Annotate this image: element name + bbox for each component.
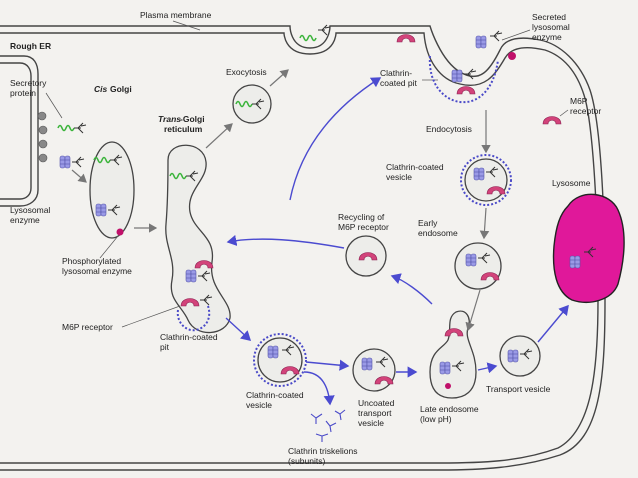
lysosomal-enzyme-icon <box>59 155 71 169</box>
clathrin-coat <box>253 333 307 387</box>
secreted-enzyme-label-3: enzyme <box>532 32 562 42</box>
oligosaccharide-icon <box>489 30 503 42</box>
m6p-receptor-right-label-1: M6P <box>570 96 588 106</box>
rough-er <box>0 55 39 207</box>
uncoated-transport-vesicle <box>352 348 396 392</box>
lysosomal-enzyme-icon <box>507 349 519 363</box>
trans-golgi-label-3: reticulum <box>164 124 203 134</box>
secreted-enzyme-label-1: Secreted <box>532 12 566 22</box>
lysosomal-enzyme-icon <box>451 69 463 83</box>
ribosomes <box>37 111 48 163</box>
oligosaccharide-icon <box>71 156 85 168</box>
uncoated-label-2: transport <box>358 408 392 418</box>
lysosomal-enzyme-icon <box>439 361 451 375</box>
secretory-protein-label-1: Secretory <box>10 78 47 88</box>
secretory-protein-icon <box>57 124 75 132</box>
clathrin-coat <box>460 154 512 206</box>
recycling-label-1: Recycling of <box>338 212 385 222</box>
cis-golgi-cisterna <box>89 141 135 239</box>
early-endosome-label-2: endosome <box>418 228 458 238</box>
lysosomal-enzyme-icon <box>475 35 487 49</box>
transport-vesicle <box>499 335 541 377</box>
m6p-receptor-icon <box>396 34 416 43</box>
clathrin-coat <box>428 55 499 104</box>
lysosomal-enzyme-icon <box>185 269 197 283</box>
clathrin-coated-vesicle-right-label-2: vesicle <box>386 172 412 182</box>
trans-golgi-label-2: -Golgi <box>180 114 205 124</box>
clathrin-coated-vesicle-left-label-2: vesicle <box>246 400 272 410</box>
trans-golgi-label-1: Trans <box>158 114 181 124</box>
clathrin-coated-pit-left-label-1: Clathrin-coated <box>160 332 218 342</box>
clathrin-coated-pit-top-label-2: coated pit <box>380 78 417 88</box>
lysosomal-enzyme-label-2: enzyme <box>10 215 40 225</box>
secretory-protein-label-2: protein <box>10 88 36 98</box>
clathrin-coated-vesicle-right-label-1: Clathrin-coated <box>386 162 444 172</box>
lysosomal-enzyme-icon <box>95 203 107 217</box>
phosphate-icon <box>116 228 124 236</box>
clathrin-coated-vesicle-right <box>464 158 508 202</box>
cis-golgi-label-2: Golgi <box>110 84 132 94</box>
lysosomal-enzyme-icon <box>361 357 373 371</box>
clathrin-triskelions-label-2: (subunits) <box>288 456 325 466</box>
early-endosome <box>454 242 502 290</box>
phosphorylated-label-1: Phosphorylated <box>62 256 121 266</box>
secreted-enzyme-label-2: lysosomal <box>532 22 570 32</box>
clathrin-coat <box>176 305 211 332</box>
clathrin-coated-vesicle-left-label-1: Clathrin-coated <box>246 390 304 400</box>
lysosomal-enzyme-icon <box>473 167 485 181</box>
plasma-membrane <box>0 25 606 471</box>
late-endosome-label-2: (low pH) <box>420 414 452 424</box>
phosphate-icon <box>445 383 451 389</box>
clathrin-triskelions-label-1: Clathrin triskelions <box>288 446 357 456</box>
lysosome <box>552 193 625 303</box>
late-endosome-label-1: Late endosome <box>420 404 479 414</box>
plasma-membrane-label: Plasma membrane <box>140 10 212 20</box>
lysosomal-enzyme-icon <box>569 255 581 269</box>
recycling-label-2: M6P receptor <box>338 222 389 232</box>
oligosaccharide-icon <box>463 68 477 80</box>
rough-er-label: Rough ER <box>10 41 51 51</box>
lysosomal-enzyme-icon <box>267 345 279 359</box>
uncoated-label-3: vesicle <box>358 418 384 428</box>
exocytosis-label: Exocytosis <box>226 67 267 77</box>
clathrin-triskelions <box>310 409 346 442</box>
phosphate-icon <box>508 52 516 60</box>
lysosome-label: Lysosome <box>552 178 591 188</box>
lysosomal-enzyme-icon <box>465 253 477 267</box>
early-endosome-label-1: Early <box>418 218 438 228</box>
uncoated-label-1: Uncoated <box>358 398 395 408</box>
m6p-receptor-right-label-2: receptor <box>570 106 601 116</box>
transport-vesicle-label: Transport vesicle <box>486 384 551 394</box>
phosphorylated-label-2: lysosomal enzyme <box>62 266 132 276</box>
endocytosis-label: Endocytosis <box>426 124 472 134</box>
m6p-receptor-icon <box>542 116 562 125</box>
clathrin-coated-pit-top-label-1: Clathrin- <box>380 68 412 78</box>
lysosomal-enzyme-label-1: Lysosomal <box>10 205 50 215</box>
clathrin-coated-vesicle-left <box>257 337 303 383</box>
oligosaccharide-icon <box>73 122 87 134</box>
secretory-protein-icon <box>299 34 317 42</box>
m6p-receptor-left-label: M6P receptor <box>62 322 113 332</box>
clathrin-coated-pit-left-label-2: pit <box>160 342 170 352</box>
late-endosome <box>429 310 477 399</box>
cis-golgi-label-1: Cis <box>94 84 108 94</box>
m6p-receptor-icon <box>456 86 476 95</box>
trans-golgi-network <box>165 144 231 334</box>
